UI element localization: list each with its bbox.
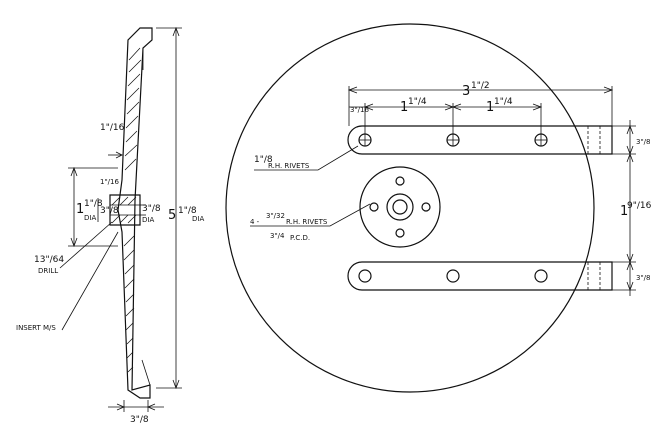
hub-rivet-top: [395, 176, 405, 186]
pitch-b-frac: 1"/4: [494, 97, 513, 107]
side-overall-frac: 1"/8: [178, 206, 197, 216]
bottom-rivet-2: [446, 269, 460, 283]
disc-inner-line: [141, 48, 151, 386]
drill-leader: [59, 221, 113, 269]
bore-outer: [386, 193, 414, 221]
side-bore-dia-unit: DIA: [142, 216, 154, 224]
rivets-frac: 1"/8: [254, 155, 273, 165]
hub-rivet-left: [369, 202, 379, 212]
side-drill-text: DRILL: [38, 267, 58, 275]
small-rivets-leader: [250, 203, 371, 227]
side-hub-step-label: 1"/16: [100, 178, 119, 186]
side-overall-whole: 5: [168, 208, 176, 223]
side-bottom-thickness-label: 3"/8: [130, 415, 149, 425]
disc-outline: [225, 23, 595, 393]
side-hub-dia-unit: DIA: [84, 214, 96, 222]
insert-leader: [61, 231, 119, 331]
side-drill-frac: 13"/64: [34, 255, 64, 265]
side-overall-unit: DIA: [192, 215, 204, 223]
span-frac: 1"/2: [471, 81, 490, 91]
strip-width-bottom: 3"/8: [636, 274, 651, 282]
strip-gap-whole: 1: [620, 204, 628, 219]
side-thickness-top-label: 1"/16: [100, 123, 125, 133]
pitch-a-frac: 1"/4: [408, 97, 427, 107]
hub-circle: [359, 166, 441, 248]
rivets-text: R.H. RIVETS: [268, 162, 310, 170]
pcd-frac: 3"/4: [270, 232, 285, 240]
hub-hatching: [111, 196, 137, 224]
pcd-text: P.C.D.: [290, 234, 310, 242]
disc-profile-outline: [117, 27, 153, 399]
side-insert-label: INSERT M/S: [16, 324, 56, 332]
front-view: 3 1"/2 3"/16 1 1"/4 1 1"/4 1"/8 R.H. RIV…: [225, 23, 652, 393]
pitch-a-whole: 1: [400, 100, 408, 115]
strip-width-top: 3"/8: [636, 138, 651, 146]
bore-inner: [392, 199, 408, 215]
pitch-b-whole: 1: [486, 100, 494, 115]
small-rivets-frac: 3"/32: [266, 212, 285, 220]
small-rivets-text: R.H. RIVETS: [286, 218, 328, 226]
small-rivets-pre: 4 -: [250, 218, 260, 226]
strip-gap-frac: 9"/16: [627, 201, 652, 211]
hub-rivet-right: [421, 202, 431, 212]
first-pitch-label: 3"/16: [350, 106, 369, 114]
bottom-rivet-3: [534, 269, 548, 283]
side-hub-dia-whole: 1: [76, 202, 84, 217]
side-hub-bore-label: 3"/8: [100, 206, 119, 216]
bottom-rivet-1: [358, 269, 372, 283]
side-view: 1"/16 1"/16 1 1"/8 DIA 3"/8 3"/8 DIA 5 1…: [16, 26, 204, 425]
profile-hatching: [123, 47, 142, 373]
hub-rivet-bottom: [395, 228, 405, 238]
side-hub-dia-frac: 1"/8: [84, 199, 103, 209]
bottom-strip: [347, 261, 613, 291]
span-whole: 3: [462, 84, 470, 99]
side-bore-right-label: 3"/8: [142, 204, 161, 214]
rivets-leader: [254, 145, 359, 171]
top-strip: [347, 125, 613, 155]
